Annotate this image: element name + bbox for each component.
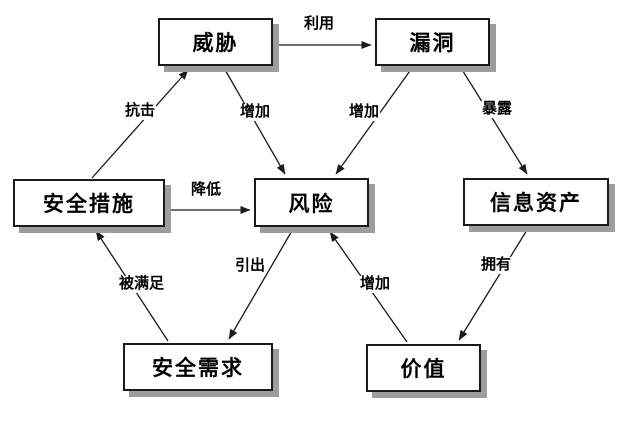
edge-label-resist: 抗击: [124, 102, 157, 120]
arrow-expose: [460, 67, 528, 175]
edge-label-own: 拥有: [480, 256, 513, 274]
node-security-requirements: 安全需求: [123, 343, 273, 391]
edge-label-increase-value: 增加: [359, 275, 392, 293]
edge-label-increase-threat: 增加: [239, 103, 272, 121]
arrow-increase-vuln: [335, 67, 413, 175]
edge-label-satisfied: 被满足: [118, 275, 166, 293]
node-risk: 风险: [254, 178, 369, 227]
node-security-measures: 安全措施: [13, 179, 165, 227]
node-information-assets: 信息资产: [463, 178, 609, 226]
arrow-increase-threat: [223, 67, 286, 175]
edge-label-derive: 引出: [234, 257, 267, 275]
node-value: 价值: [366, 344, 481, 392]
node-vulnerability: 漏洞: [375, 18, 490, 66]
node-threat: 威胁: [158, 18, 273, 66]
edge-label-increase-vuln: 增加: [348, 103, 381, 121]
arrow-derive: [228, 228, 294, 340]
edge-label-expose: 暴露: [481, 100, 514, 118]
arrow-own: [458, 229, 528, 341]
edge-label-reduce: 降低: [190, 181, 223, 199]
arrow-resist: [91, 69, 189, 179]
edge-label-exploit: 利用: [303, 15, 336, 33]
